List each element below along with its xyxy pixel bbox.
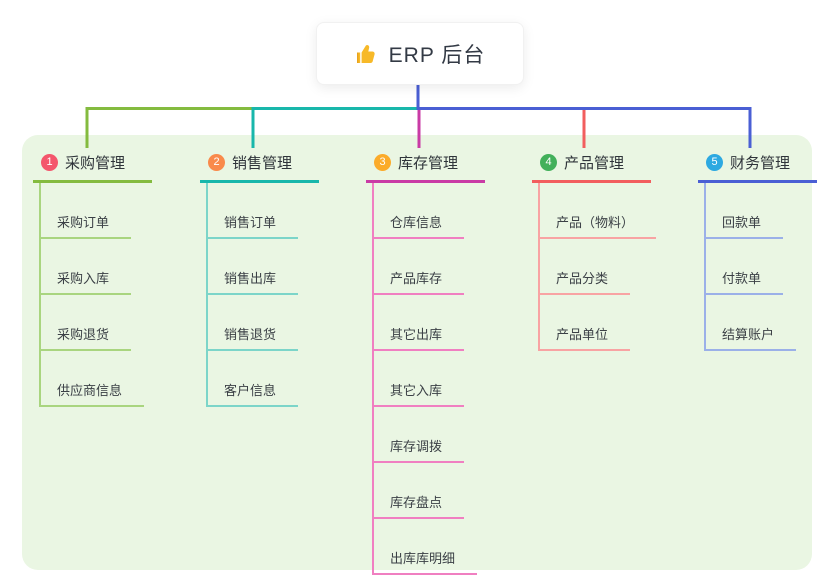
child-label: 付款单	[722, 271, 762, 286]
root-label: ERP 后台	[388, 43, 486, 67]
child-label: 销售退货	[224, 327, 277, 342]
child-label: 产品分类	[556, 271, 609, 286]
child-label: 结算账户	[722, 327, 775, 342]
topic-node-finance[interactable]: 5 财务管理	[698, 148, 817, 183]
child-label: 采购订单	[57, 215, 110, 230]
branch-inventory: 3 库存管理 仓库信息 产品库存 其它出库 其它入库 库存调拨 库存盘点 出库库…	[366, 148, 485, 575]
branch-finance: 5 财务管理 回款单 付款单 结算账户	[698, 148, 817, 351]
branch-purchase: 1 采购管理 采购订单 采购入库 采购退货 供应商信息	[33, 148, 152, 407]
child-node[interactable]: 供应商信息	[41, 351, 145, 407]
child-node[interactable]: 回款单	[706, 183, 784, 239]
child-node[interactable]: 产品单位	[540, 295, 631, 351]
child-node[interactable]: 结算账户	[706, 295, 797, 351]
child-label: 其它出库	[390, 327, 443, 342]
branch-sales: 2 销售管理 销售订单 销售出库 销售退货 客户信息	[200, 148, 319, 407]
child-label: 产品（物料）	[556, 215, 635, 230]
child-label: 回款单	[722, 215, 762, 230]
branch-number-badge: 3	[374, 154, 391, 171]
child-node[interactable]: 付款单	[706, 239, 784, 295]
child-node[interactable]: 出库库明细	[374, 519, 478, 575]
topic-label: 采购管理	[65, 155, 126, 172]
branch-number-badge: 1	[41, 154, 58, 171]
child-label: 客户信息	[224, 383, 277, 398]
topic-node-purchase[interactable]: 1 采购管理	[33, 148, 152, 183]
child-node[interactable]: 产品库存	[374, 239, 465, 295]
child-label: 销售出库	[224, 271, 277, 286]
child-label: 仓库信息	[390, 215, 443, 230]
child-label: 供应商信息	[57, 383, 123, 398]
branch-children: 产品（物料） 产品分类 产品单位	[538, 183, 657, 351]
child-node[interactable]: 采购订单	[41, 183, 132, 239]
child-label: 采购入库	[57, 271, 110, 286]
child-node[interactable]: 库存盘点	[374, 463, 465, 519]
child-node[interactable]: 销售订单	[208, 183, 299, 239]
branch-children: 回款单 付款单 结算账户	[704, 183, 797, 351]
branch-children: 仓库信息 产品库存 其它出库 其它入库 库存调拨 库存盘点 出库库明细	[372, 183, 478, 575]
branch-product: 4 产品管理 产品（物料） 产品分类 产品单位	[532, 148, 657, 351]
branch-children: 销售订单 销售出库 销售退货 客户信息	[206, 183, 299, 407]
topic-node-inventory[interactable]: 3 库存管理	[366, 148, 485, 183]
child-node[interactable]: 客户信息	[208, 351, 299, 407]
child-node[interactable]: 产品分类	[540, 239, 631, 295]
topic-label: 财务管理	[730, 155, 791, 172]
child-node[interactable]: 采购退货	[41, 295, 132, 351]
thumbs-up-icon	[356, 44, 375, 63]
child-node[interactable]: 仓库信息	[374, 183, 465, 239]
child-label: 出库库明细	[390, 551, 456, 566]
topic-label: 产品管理	[564, 155, 625, 172]
child-node[interactable]: 销售退货	[208, 295, 299, 351]
child-node[interactable]: 其它入库	[374, 351, 465, 407]
branch-number-badge: 2	[208, 154, 225, 171]
topic-label: 库存管理	[398, 155, 459, 172]
child-node[interactable]: 库存调拨	[374, 407, 465, 463]
branch-number-badge: 4	[540, 154, 557, 171]
child-label: 销售订单	[224, 215, 277, 230]
branch-children: 采购订单 采购入库 采购退货 供应商信息	[39, 183, 145, 407]
child-node[interactable]: 销售出库	[208, 239, 299, 295]
child-label: 库存盘点	[390, 495, 443, 510]
branch-number-badge: 5	[706, 154, 723, 171]
child-node[interactable]: 产品（物料）	[540, 183, 657, 239]
child-label: 库存调拨	[390, 439, 443, 454]
child-label: 产品单位	[556, 327, 609, 342]
child-node[interactable]: 采购入库	[41, 239, 132, 295]
child-label: 采购退货	[57, 327, 110, 342]
mindmap-background-panel	[22, 135, 812, 570]
child-label: 其它入库	[390, 383, 443, 398]
root-node[interactable]: ERP 后台	[316, 22, 524, 85]
child-node[interactable]: 其它出库	[374, 295, 465, 351]
topic-node-product[interactable]: 4 产品管理	[532, 148, 651, 183]
topic-label: 销售管理	[232, 155, 293, 172]
child-label: 产品库存	[390, 271, 443, 286]
topic-node-sales[interactable]: 2 销售管理	[200, 148, 319, 183]
